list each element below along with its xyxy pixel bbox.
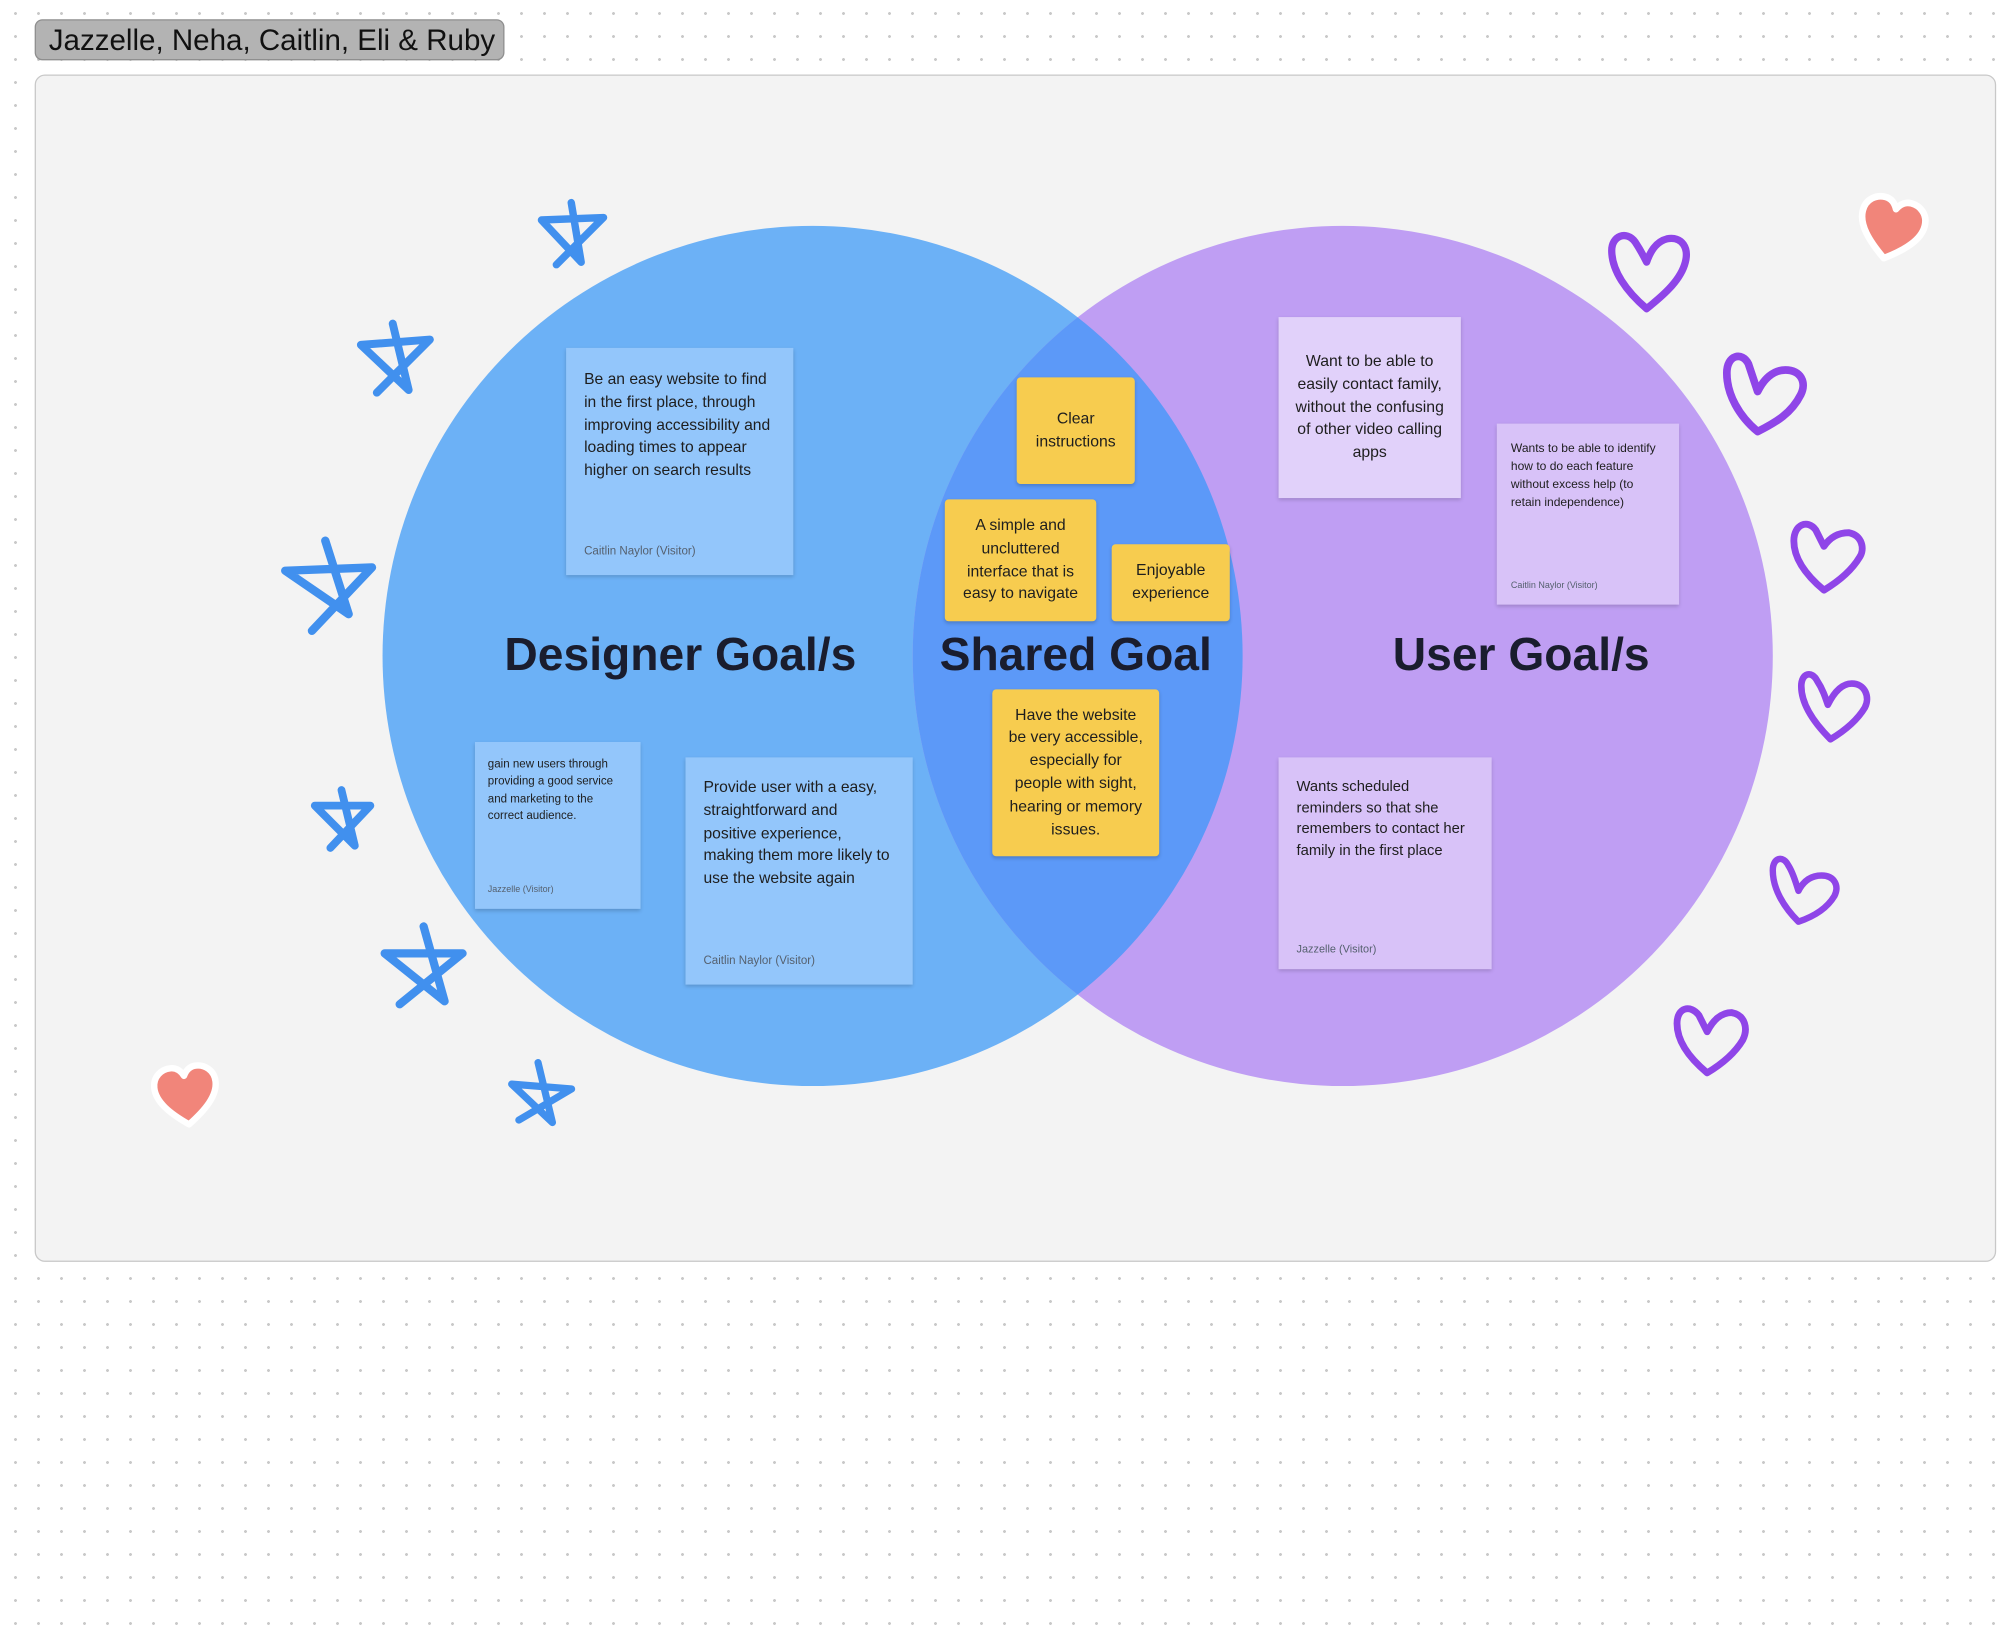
note-text: Provide user with a easy, straightforwar…: [703, 777, 890, 888]
user-goals-heading: User Goal/s: [1392, 627, 1650, 681]
designer-note-new-users[interactable]: gain new users through providing a good …: [474, 741, 641, 909]
star-doodle-icon[interactable]: [379, 919, 469, 1011]
note-text: Wants to be able to identify how to do e…: [1510, 440, 1656, 509]
shared-goal-heading: Shared Goal: [939, 627, 1212, 681]
note-text: Wants scheduled reminders so that she re…: [1296, 779, 1465, 859]
star-doodle-icon[interactable]: [279, 533, 379, 636]
designer-goals-heading: Designer Goal/s: [504, 627, 857, 681]
shared-note-enjoyable-experience[interactable]: Enjoyable experience: [1111, 544, 1230, 622]
designer-note-positive-experience[interactable]: Provide user with a easy, straightforwar…: [685, 757, 913, 985]
note-text: Be an easy website to find in the first …: [584, 369, 771, 480]
heart-outline-doodle-icon[interactable]: [1665, 996, 1755, 1078]
designer-note-findability[interactable]: Be an easy website to find in the first …: [566, 347, 794, 576]
note-author: Caitlin Naylor (Visitor): [1510, 581, 1598, 591]
heart-sticker-icon[interactable]: [1850, 193, 1932, 267]
heart-outline-doodle-icon[interactable]: [1765, 846, 1842, 931]
note-author: Jazzelle (Visitor): [1296, 942, 1377, 956]
heart-outline-doodle-icon[interactable]: [1793, 661, 1873, 748]
heart-outline-doodle-icon[interactable]: [1718, 345, 1810, 437]
note-author: Caitlin Naylor (Visitor): [703, 953, 815, 967]
star-doodle-icon[interactable]: [356, 318, 436, 398]
star-doodle-icon[interactable]: [501, 1058, 581, 1130]
heart-sticker-icon[interactable]: [146, 1060, 226, 1132]
shared-note-simple-interface[interactable]: A simple and uncluttered interface that …: [944, 499, 1097, 622]
note-author: Jazzelle (Visitor): [487, 885, 554, 895]
note-author: Caitlin Naylor (Visitor): [584, 544, 696, 558]
shared-note-accessibility[interactable]: Have the website be very accessible, esp…: [992, 689, 1160, 857]
user-note-contact-family[interactable]: Want to be able to easily contact family…: [1278, 317, 1461, 499]
star-doodle-icon[interactable]: [531, 198, 611, 272]
heart-outline-doodle-icon[interactable]: [1606, 226, 1693, 316]
section-title[interactable]: Jazzelle, Neha, Caitlin, Eli & Ruby: [34, 19, 505, 61]
shared-note-clear-instructions[interactable]: Clear instructions: [1016, 377, 1135, 484]
star-doodle-icon[interactable]: [308, 786, 375, 853]
heart-outline-doodle-icon[interactable]: [1784, 513, 1869, 595]
note-text: gain new users through providing a good …: [487, 757, 614, 822]
user-note-reminders[interactable]: Wants scheduled reminders so that she re…: [1278, 757, 1492, 970]
user-note-independence[interactable]: Wants to be able to identify how to do e…: [1496, 423, 1680, 605]
